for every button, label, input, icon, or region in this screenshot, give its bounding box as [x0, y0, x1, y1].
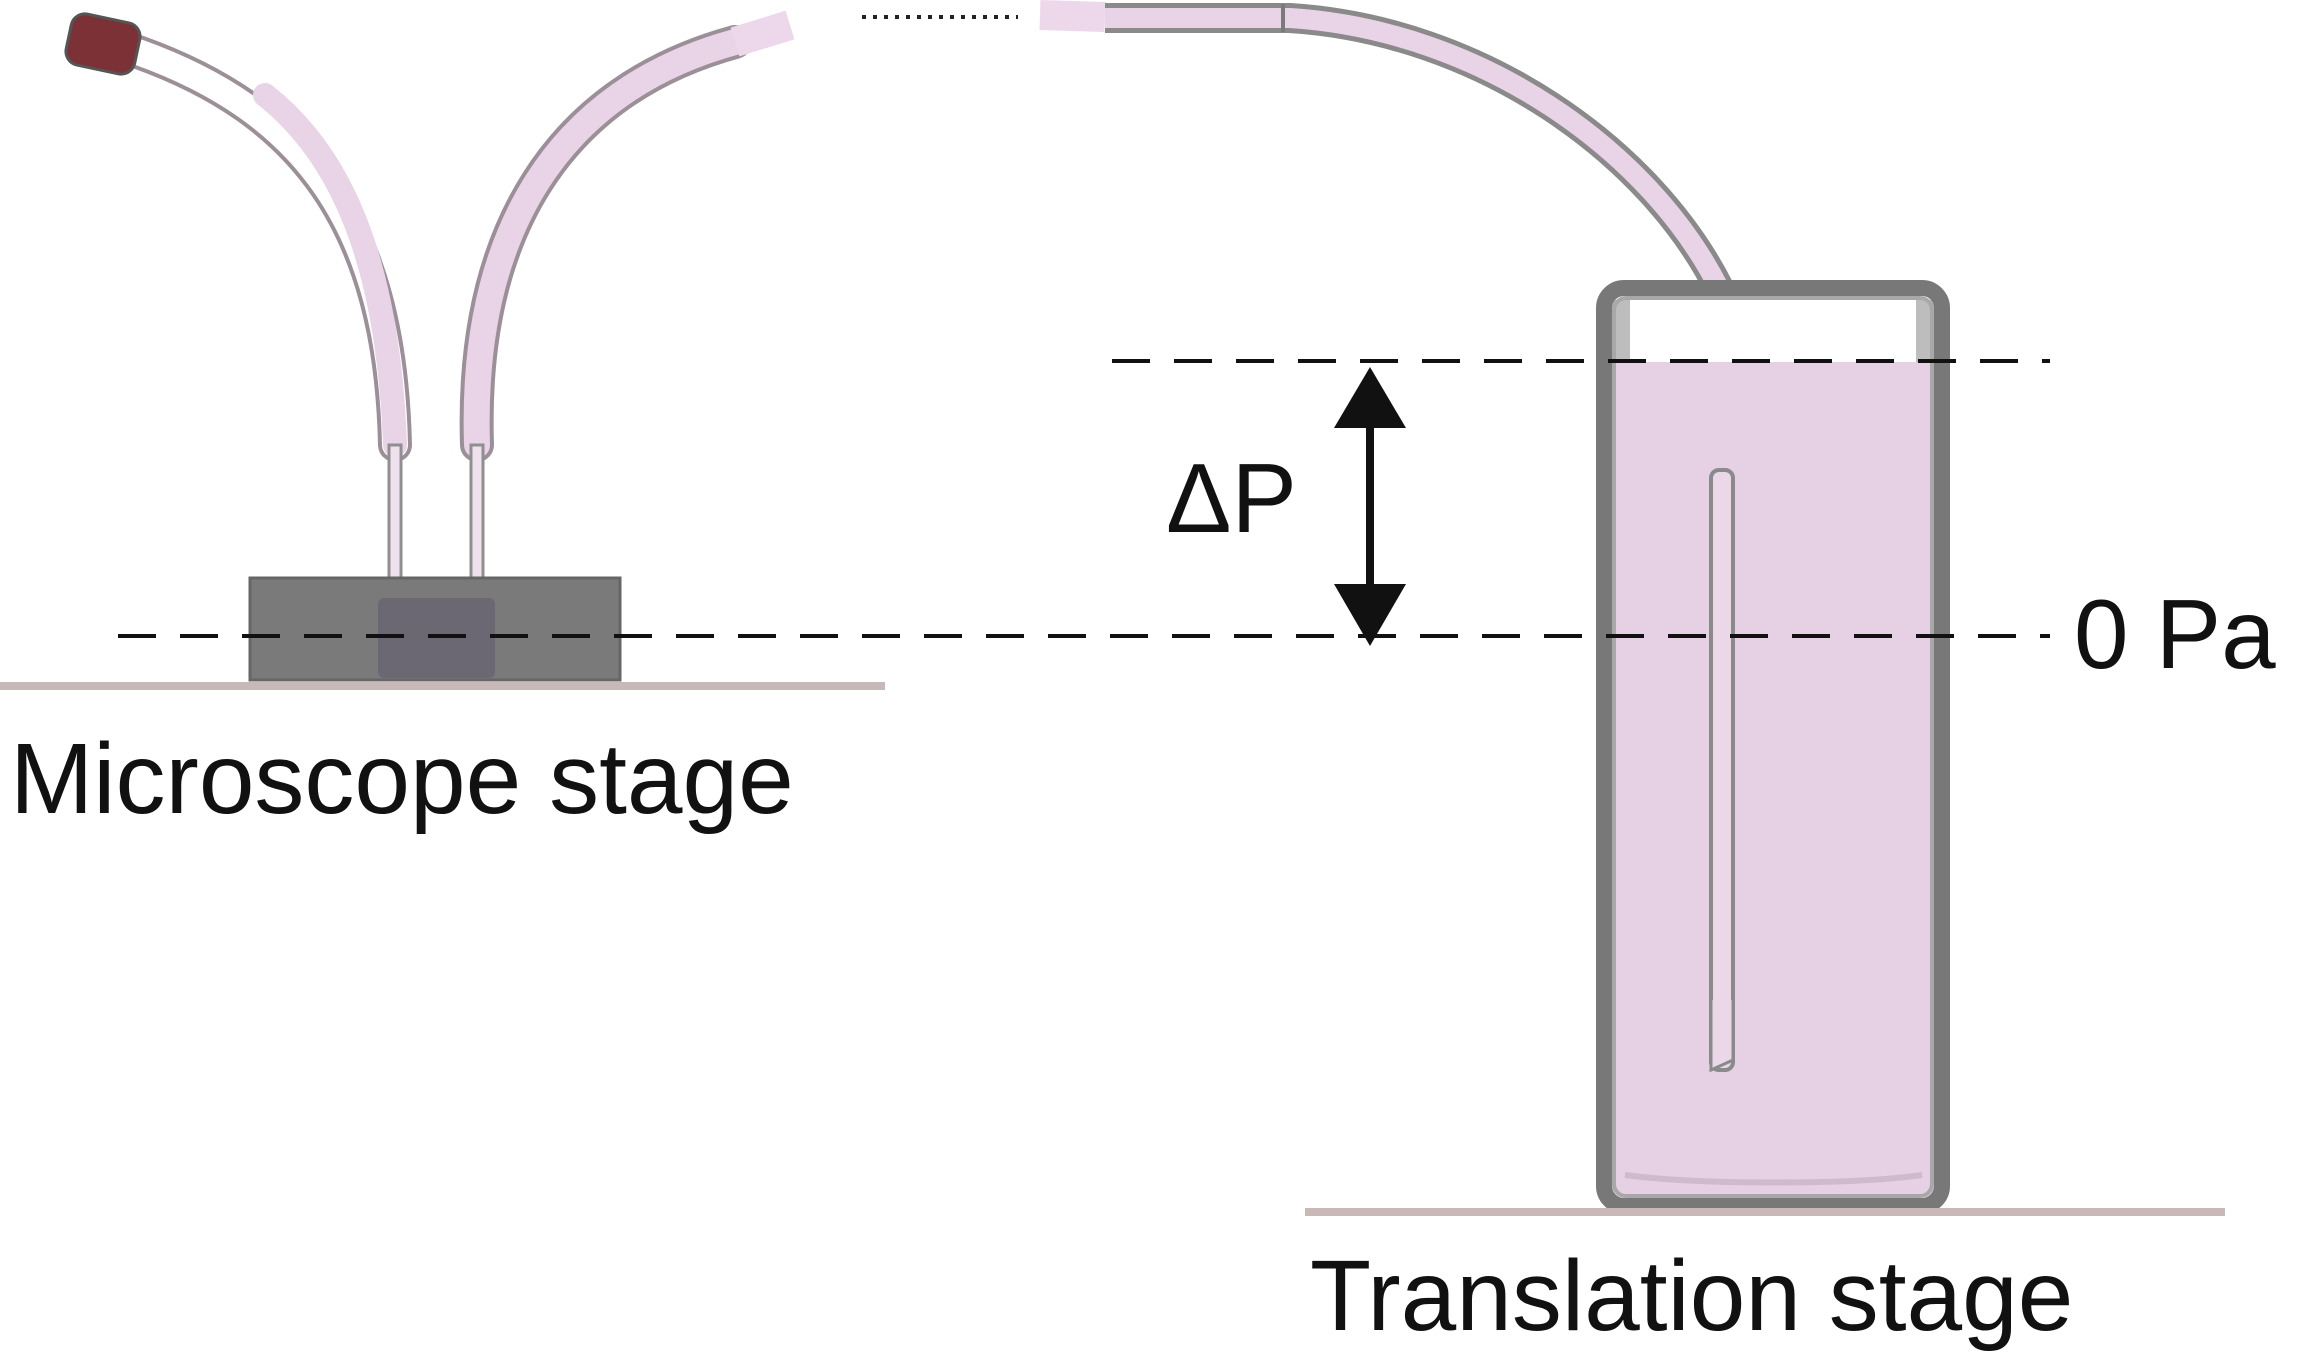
- fluid-reservoir: [1596, 280, 1950, 1214]
- pressure-difference-arrow: [1334, 367, 1406, 646]
- microscope-stage-surface: [0, 682, 885, 690]
- microscope-stage-label: Microscope stage: [10, 723, 794, 835]
- microfluidic-chip: [248, 576, 622, 682]
- left-inlet-tubing: [121, 35, 412, 582]
- translation-stage-surface: [1305, 1208, 2225, 1216]
- right-outlet-tubing: [459, 10, 795, 582]
- delta-pressure-label: ΔP: [1166, 443, 1297, 553]
- tubing-plug: [64, 12, 142, 76]
- zero-pressure-label: 0 Pa: [2074, 579, 2276, 689]
- translation-stage-label: Translation stage: [1310, 1240, 2073, 1352]
